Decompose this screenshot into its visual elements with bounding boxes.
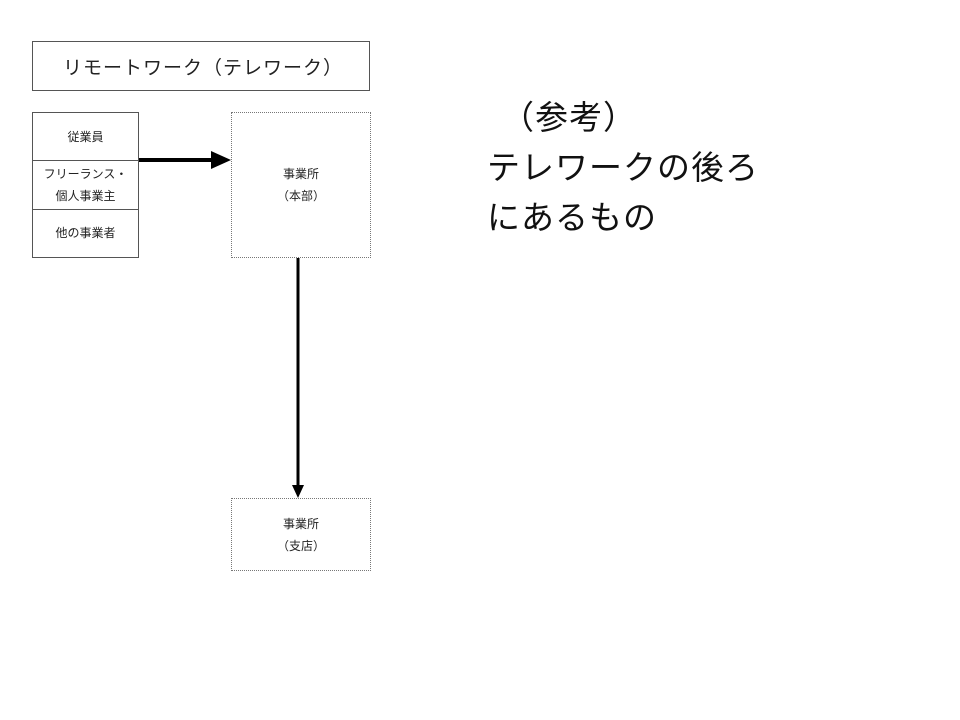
arrow-hq-to-branch [292,258,304,498]
office-branch-box: 事業所 （支店） [231,498,371,571]
worker-cell-freelance: フリーランス・ 個人事業主 [33,160,138,208]
worker-types-table: 従業員 フリーランス・ 個人事業主 他の事業者 [32,112,139,258]
office-hq-label: 事業所 [282,167,319,181]
office-headquarters-box: 事業所 （本部） [231,112,371,258]
worker-cell-other-business: 他の事業者 [33,208,138,257]
arrow-hq-to-branch-head [292,485,304,498]
worker-label-other-business: 他の事業者 [55,226,116,241]
reference-note-heading: （参考） [501,98,637,137]
office-branch-sublabel: （支店） [276,538,325,553]
office-hq-sublabel: （本部） [276,189,325,203]
arrow-workers-to-hq [139,151,231,169]
reference-note-line2: テレワークの後ろ [487,148,759,187]
arrow-workers-to-hq-head [211,151,231,169]
reference-note: （参考） テレワークの後ろ にあるもの [487,93,759,243]
worker-label-employee: 従業員 [67,129,104,144]
remote-work-title: リモートワーク（テレワーク） [63,56,344,79]
office-branch-label: 事業所 [282,516,319,531]
worker-label-freelance-line2: 個人事業主 [55,188,116,203]
reference-note-line3: にあるもの [487,198,657,237]
worker-label-freelance-line1: フリーランス・ [43,166,128,181]
remote-work-title-box: リモートワーク（テレワーク） [32,41,370,91]
worker-cell-employee: 従業員 [33,113,138,160]
